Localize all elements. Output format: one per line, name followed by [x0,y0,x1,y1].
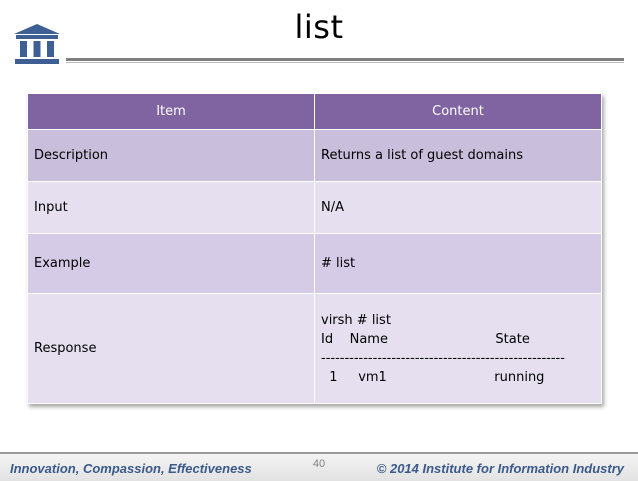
title-divider [66,58,624,61]
title-divider-thin [66,62,624,63]
page-title: list [294,8,344,46]
row-item-response: Response [27,293,315,404]
response-line: virsh # list [321,312,391,328]
row-item-description: Description [27,129,315,182]
row-content-example: # list [314,233,602,294]
header-content: Content [314,93,602,130]
response-line: ----------------------------------------… [321,350,565,366]
command-table: Item Content Description Returns a list … [27,93,602,404]
row-content-description: Returns a list of guest domains [314,129,602,182]
page-number: 40 [312,458,326,470]
header-item: Item [27,93,315,130]
institute-logo-icon [14,24,60,64]
response-line: 1 vm1 running [321,369,545,385]
table-row: Example # list [27,233,602,294]
table-row: Input N/A [27,181,602,234]
row-item-input: Input [27,181,315,234]
row-item-example: Example [27,233,315,294]
row-content-response: virsh # list Id Name State -------------… [314,293,602,404]
footer-bar: Innovation, Compassion, Effectiveness © … [0,452,638,481]
response-line: Id Name State [321,331,530,347]
table-row: Description Returns a list of guest doma… [27,129,602,182]
table-row: Response virsh # list Id Name State ----… [27,293,602,404]
row-content-input: N/A [314,181,602,234]
footer-slogan: Innovation, Compassion, Effectiveness [10,461,252,476]
footer-copyright: © 2014 Institute for Information Industr… [376,461,624,476]
